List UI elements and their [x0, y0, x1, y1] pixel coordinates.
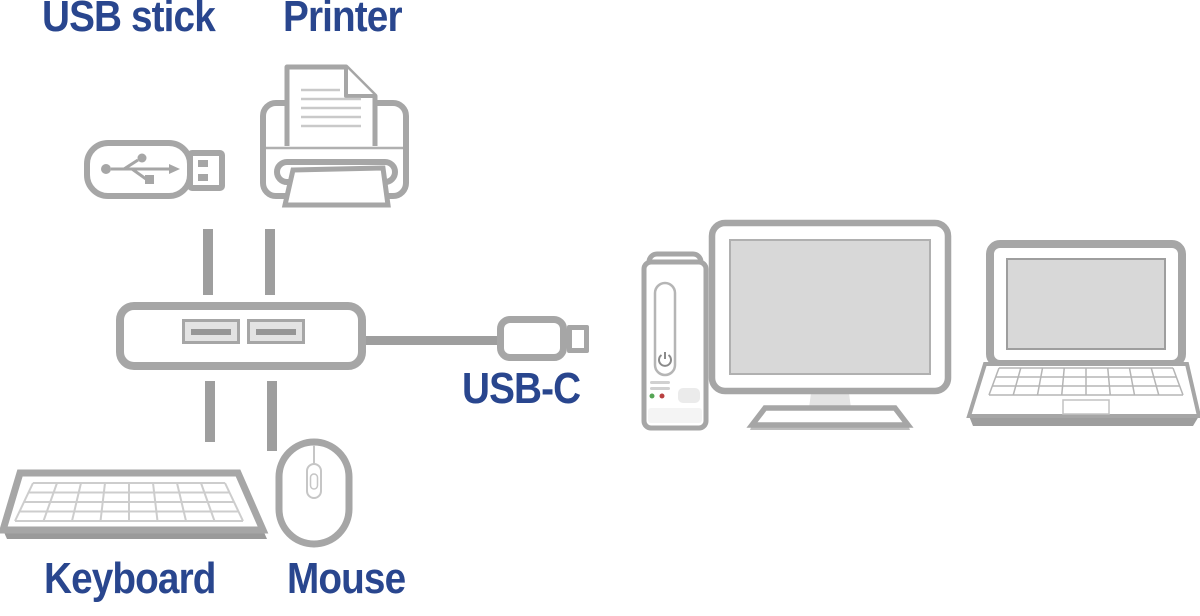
laptop-screen [1006, 258, 1166, 350]
usb-c-plug-tip-icon [567, 325, 589, 353]
keyboard-label: Keyboard [44, 554, 216, 603]
pc-tower-icon [641, 251, 709, 431]
mouse-label: Mouse [287, 554, 406, 603]
usb-hub-icon [116, 302, 366, 370]
printer-label: Printer [283, 0, 403, 41]
usb-a-port-icon [247, 319, 305, 344]
drive-button-icon [678, 388, 700, 403]
mouse-icon [275, 438, 353, 548]
mouse-cable [267, 381, 277, 451]
trackpad-icon [1062, 399, 1110, 415]
printer-icon [260, 64, 409, 208]
usb-stick-icon [84, 140, 225, 199]
laptop-icon [966, 240, 1200, 426]
usb-c-cable [362, 336, 499, 345]
usb-c-label: USB-C [462, 364, 581, 413]
keyboard-icon [0, 469, 269, 539]
keyboard-cable [205, 381, 215, 442]
led-red [659, 393, 665, 399]
usb-stick-cable [203, 229, 213, 295]
usb-a-port-icon [182, 319, 240, 344]
usb-c-plug-icon [497, 316, 567, 361]
led-green [649, 393, 655, 399]
usb-stick-label: USB stick [42, 0, 216, 41]
monitor-icon [708, 219, 952, 430]
printer-cable [265, 229, 275, 295]
monitor-screen [729, 239, 931, 375]
power-icon [658, 352, 672, 367]
usb-trident-icon [101, 153, 180, 184]
laptop-keyboard-icon [988, 367, 1184, 396]
